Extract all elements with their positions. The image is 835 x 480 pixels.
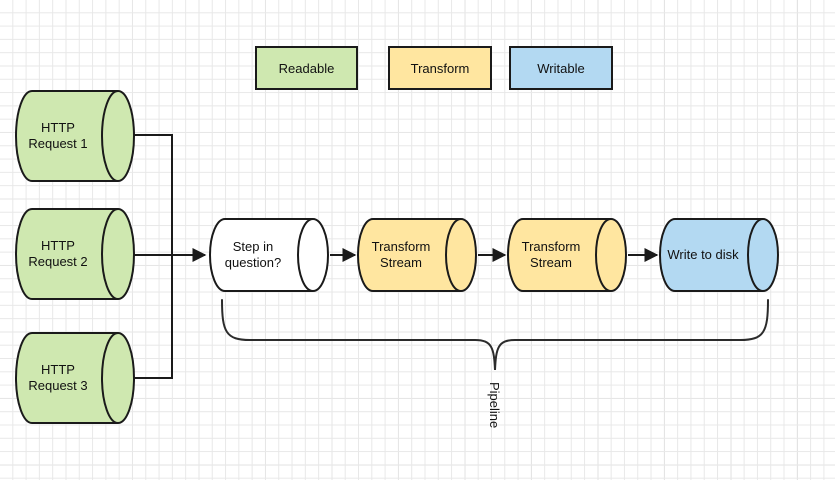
node-step-in-question[interactable]: Step in question? [209,218,330,292]
legend-item-writable[interactable]: Writable [509,46,613,90]
legend-label-transform: Transform [410,60,470,76]
node-http-request-2[interactable]: HTTP Request 2 [15,208,135,300]
legend-label-writable: Writable [537,60,585,76]
node-transform-stream-1[interactable]: Transform Stream [357,218,478,292]
node-write-to-disk[interactable]: Write to disk [659,218,780,292]
legend-item-transform[interactable]: Transform [388,46,492,90]
node-http-request-1[interactable]: HTTP Request 1 [15,90,135,182]
pipeline-bracket-label: Pipeline [487,382,502,429]
node-http-request-3[interactable]: HTTP Request 3 [15,332,135,424]
connector-http-request-3-to-step [134,255,173,379]
node-transform-stream-2[interactable]: Transform Stream [507,218,628,292]
legend-item-readable[interactable]: Readable [255,46,358,90]
pipeline-brace [221,299,769,371]
legend-label-readable: Readable [278,60,335,76]
connector-http-request-1-to-step [134,134,173,255]
